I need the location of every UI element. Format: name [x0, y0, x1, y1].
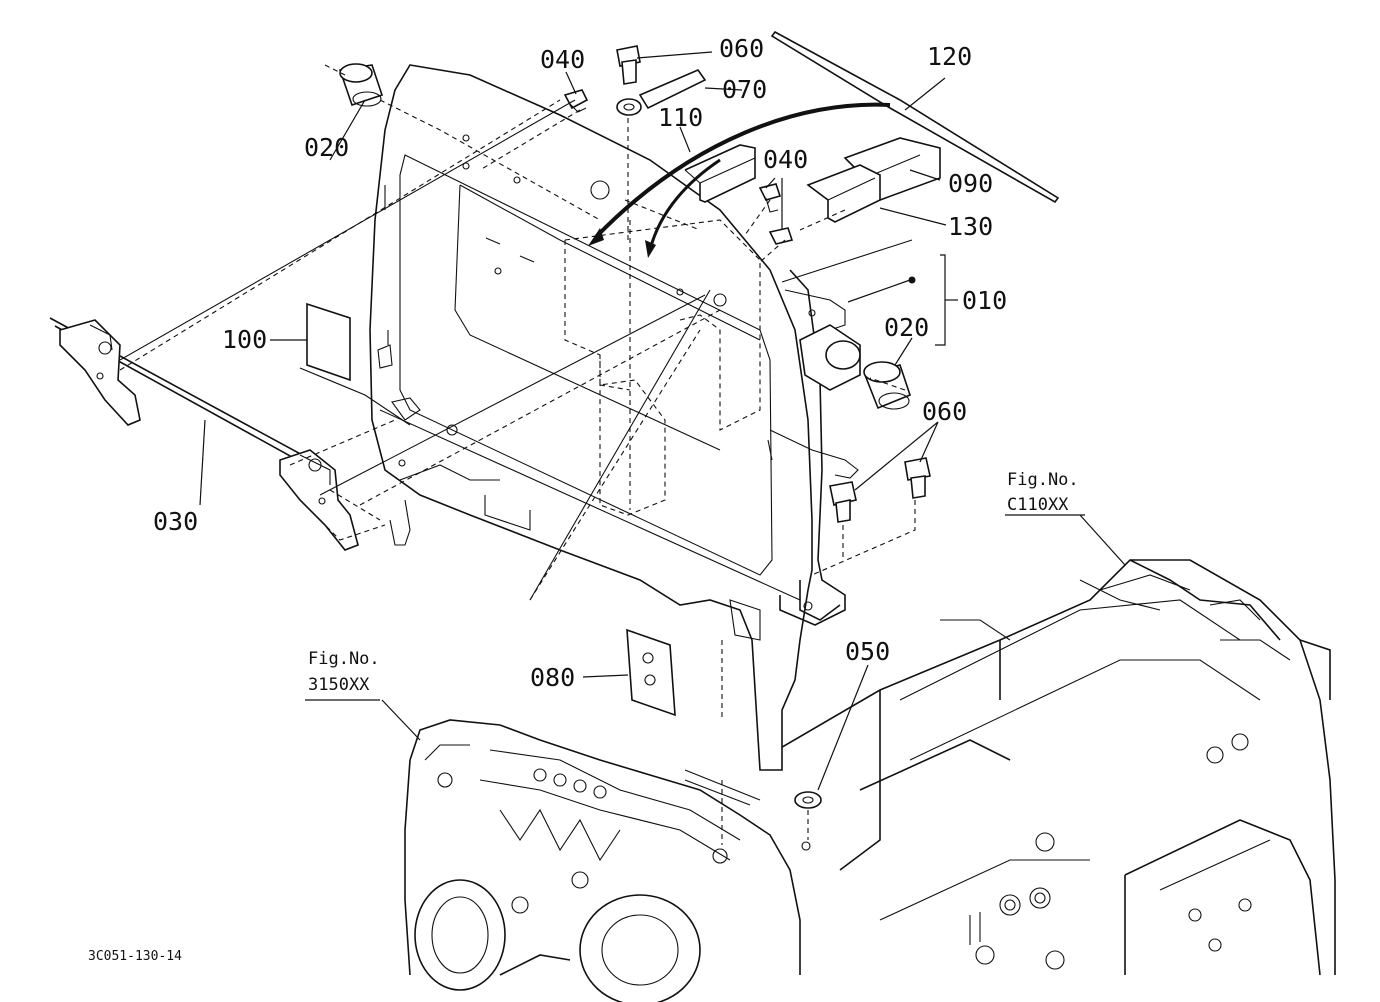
label-020-right: 020: [884, 313, 929, 342]
label-040-top: 040: [540, 45, 585, 74]
part-110-pad: [684, 144, 756, 203]
label-080: 080: [530, 663, 575, 692]
internal-bracket-dashed: [564, 199, 761, 516]
part-060-bolts-right: [829, 457, 931, 523]
part-060-bolt-top: [616, 45, 641, 85]
part-040-screws-right: [758, 183, 794, 245]
label-100: 100: [222, 325, 267, 354]
label-050: 050: [845, 637, 890, 666]
label-120: 120: [927, 42, 972, 71]
leader-lines: [199, 51, 1126, 791]
fig-ref-label: Fig.No.: [1007, 470, 1079, 490]
label-030: 030: [153, 507, 198, 536]
part-030-rod-assembly: [49, 317, 359, 551]
figure-reference-c110xx: Fig.No. C110XX: [1007, 470, 1079, 515]
fig-ref-label: Fig.No.: [308, 649, 380, 669]
transmission-case: [404, 719, 801, 1002]
part-130-pad: [806, 164, 881, 223]
label-040-right: 040: [763, 145, 808, 174]
label-060-top: 060: [719, 34, 764, 63]
part-050-washer: [794, 791, 822, 851]
front-panel-plate: [369, 64, 813, 771]
part-010-pivot: [799, 324, 861, 391]
label-010: 010: [962, 286, 1007, 315]
part-080-plate: [626, 628, 676, 717]
label-110: 110: [658, 103, 703, 132]
label-020-top: 020: [304, 133, 349, 162]
assembly-arrows: [588, 102, 891, 258]
diagram-code: 3C051-130-14: [88, 949, 182, 964]
pivot-marker-dot: [908, 276, 916, 284]
part-number-labels: 040 060 070 120 110 040 090 130 010 020 …: [153, 34, 1007, 692]
assembly-dashed-lines: [119, 64, 916, 845]
fig-ref-number: 3150XX: [308, 675, 370, 695]
part-070-washer: [616, 69, 707, 116]
transmission-housing: [759, 559, 1336, 976]
part-020-sleeve-upper: [338, 63, 384, 107]
assembly-solid-lines: [119, 99, 913, 601]
fig-ref-number: C110XX: [1007, 495, 1069, 515]
label-070: 070: [722, 75, 767, 104]
label-130: 130: [948, 212, 993, 241]
part-020-sleeve-right: [863, 361, 911, 410]
figure-reference-3150xx: Fig.No. 3150XX: [308, 649, 380, 695]
part-120-seal-strip: [770, 30, 1060, 204]
label-060-right: 060: [922, 397, 967, 426]
part-100-plate: [299, 302, 411, 426]
label-090: 090: [948, 169, 993, 198]
